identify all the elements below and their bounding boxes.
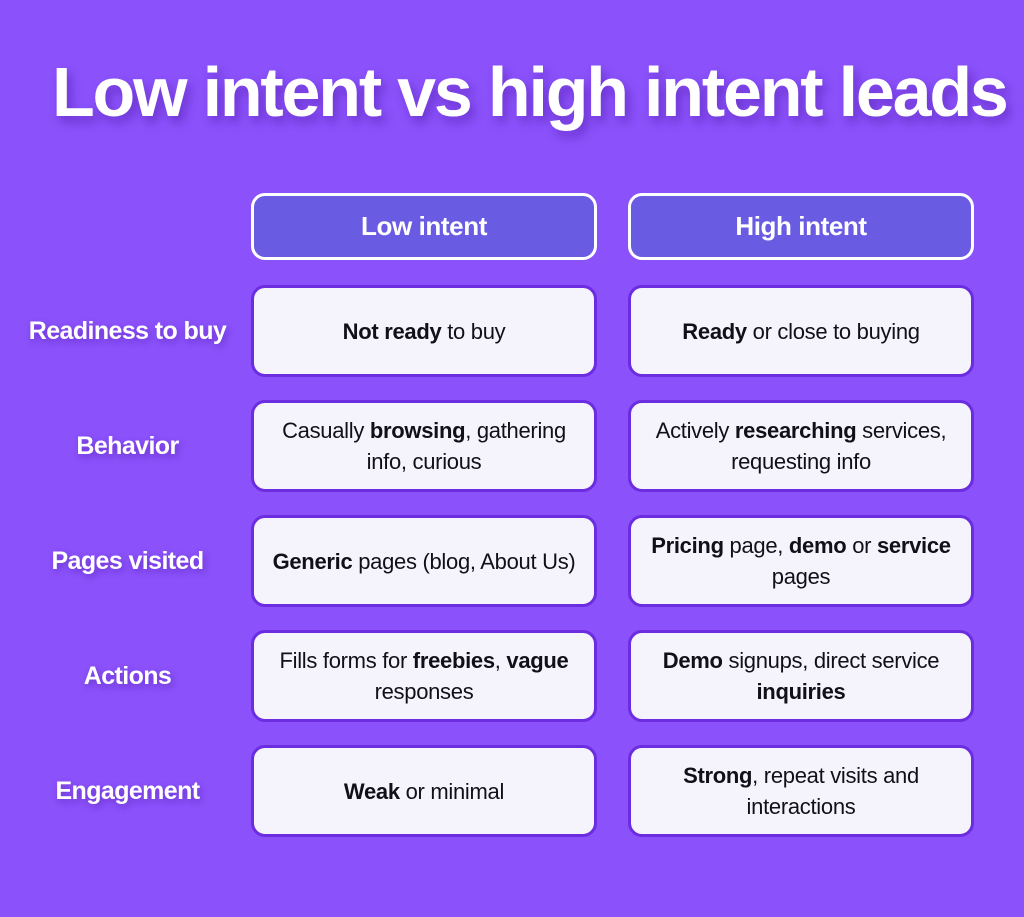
- row-label-text: Engagement: [55, 777, 200, 805]
- cell-low-actions: Fills forms for freebies, vague response…: [251, 630, 597, 722]
- page-title: Low intent vs high intent leads: [52, 53, 1009, 131]
- card-text: Generic pages (blog, About Us): [272, 548, 576, 574]
- row-label-readiness-to-buy: Readiness to buy: [0, 285, 251, 377]
- table-row: Pages visited Generic pages (blog, About…: [0, 515, 1024, 607]
- table-row: Readiness to buy Not ready to buy Ready …: [0, 285, 1024, 377]
- card-text: Weak or minimal: [343, 778, 505, 804]
- table-header-row: Low intent High intent: [0, 193, 1024, 260]
- header-cell-high-intent: High intent: [628, 193, 974, 260]
- cell-low-behavior: Casually browsing, gathering info, curio…: [251, 400, 597, 492]
- cell-high-readiness-to-buy: Ready or close to buying: [628, 285, 974, 377]
- cell-low-readiness-to-buy: Not ready to buy: [251, 285, 597, 377]
- card-text: Actively researching services, requestin…: [655, 418, 947, 474]
- row-label-engagement: Engagement: [0, 745, 251, 837]
- row-label-actions: Actions: [0, 630, 251, 722]
- row-label-pages-visited: Pages visited: [0, 515, 251, 607]
- cell-low-pages-visited: Generic pages (blog, About Us): [251, 515, 597, 607]
- table-row: Behavior Casually browsing, gathering in…: [0, 400, 1024, 492]
- card-low-intent: Fills forms for freebies, vague response…: [251, 630, 597, 722]
- card-low-intent: Generic pages (blog, About Us): [251, 515, 597, 607]
- card-high-intent: Pricing page, demo or service pages: [628, 515, 974, 607]
- row-label-behavior: Behavior: [0, 400, 251, 492]
- card-low-intent: Weak or minimal: [251, 745, 597, 837]
- column-header-high-intent: High intent: [628, 193, 974, 260]
- header-label-spacer: [0, 193, 251, 260]
- card-high-intent: Ready or close to buying: [628, 285, 974, 377]
- card-low-intent: Casually browsing, gathering info, curio…: [251, 400, 597, 492]
- card-text: Pricing page, demo or service pages: [651, 533, 951, 589]
- card-low-intent: Not ready to buy: [251, 285, 597, 377]
- card-text: Demo signups, direct service inquiries: [662, 648, 940, 704]
- row-label-text: Readiness to buy: [28, 317, 227, 345]
- card-high-intent: Strong, repeat visits and interactions: [628, 745, 974, 837]
- card-high-intent: Actively researching services, requestin…: [628, 400, 974, 492]
- card-text: Not ready to buy: [342, 318, 506, 344]
- comparison-table: Low intent High intent Readiness to buy …: [0, 193, 1024, 860]
- table-row: Engagement Weak or minimal Strong, repea…: [0, 745, 1024, 837]
- card-text: Strong, repeat visits and interactions: [683, 763, 919, 819]
- cell-high-actions: Demo signups, direct service inquiries: [628, 630, 974, 722]
- card-high-intent: Demo signups, direct service inquiries: [628, 630, 974, 722]
- card-text: Fills forms for freebies, vague response…: [279, 648, 569, 704]
- table-row: Actions Fills forms for freebies, vague …: [0, 630, 1024, 722]
- cell-high-behavior: Actively researching services, requestin…: [628, 400, 974, 492]
- column-header-low-intent: Low intent: [251, 193, 597, 260]
- cell-low-engagement: Weak or minimal: [251, 745, 597, 837]
- row-label-text: Pages visited: [51, 547, 204, 575]
- cell-high-pages-visited: Pricing page, demo or service pages: [628, 515, 974, 607]
- row-label-text: Behavior: [76, 432, 179, 460]
- card-text: Ready or close to buying: [682, 318, 920, 344]
- card-text: Casually browsing, gathering info, curio…: [282, 418, 566, 474]
- row-label-text: Actions: [83, 662, 172, 690]
- cell-high-engagement: Strong, repeat visits and interactions: [628, 745, 974, 837]
- header-cell-low-intent: Low intent: [251, 193, 597, 260]
